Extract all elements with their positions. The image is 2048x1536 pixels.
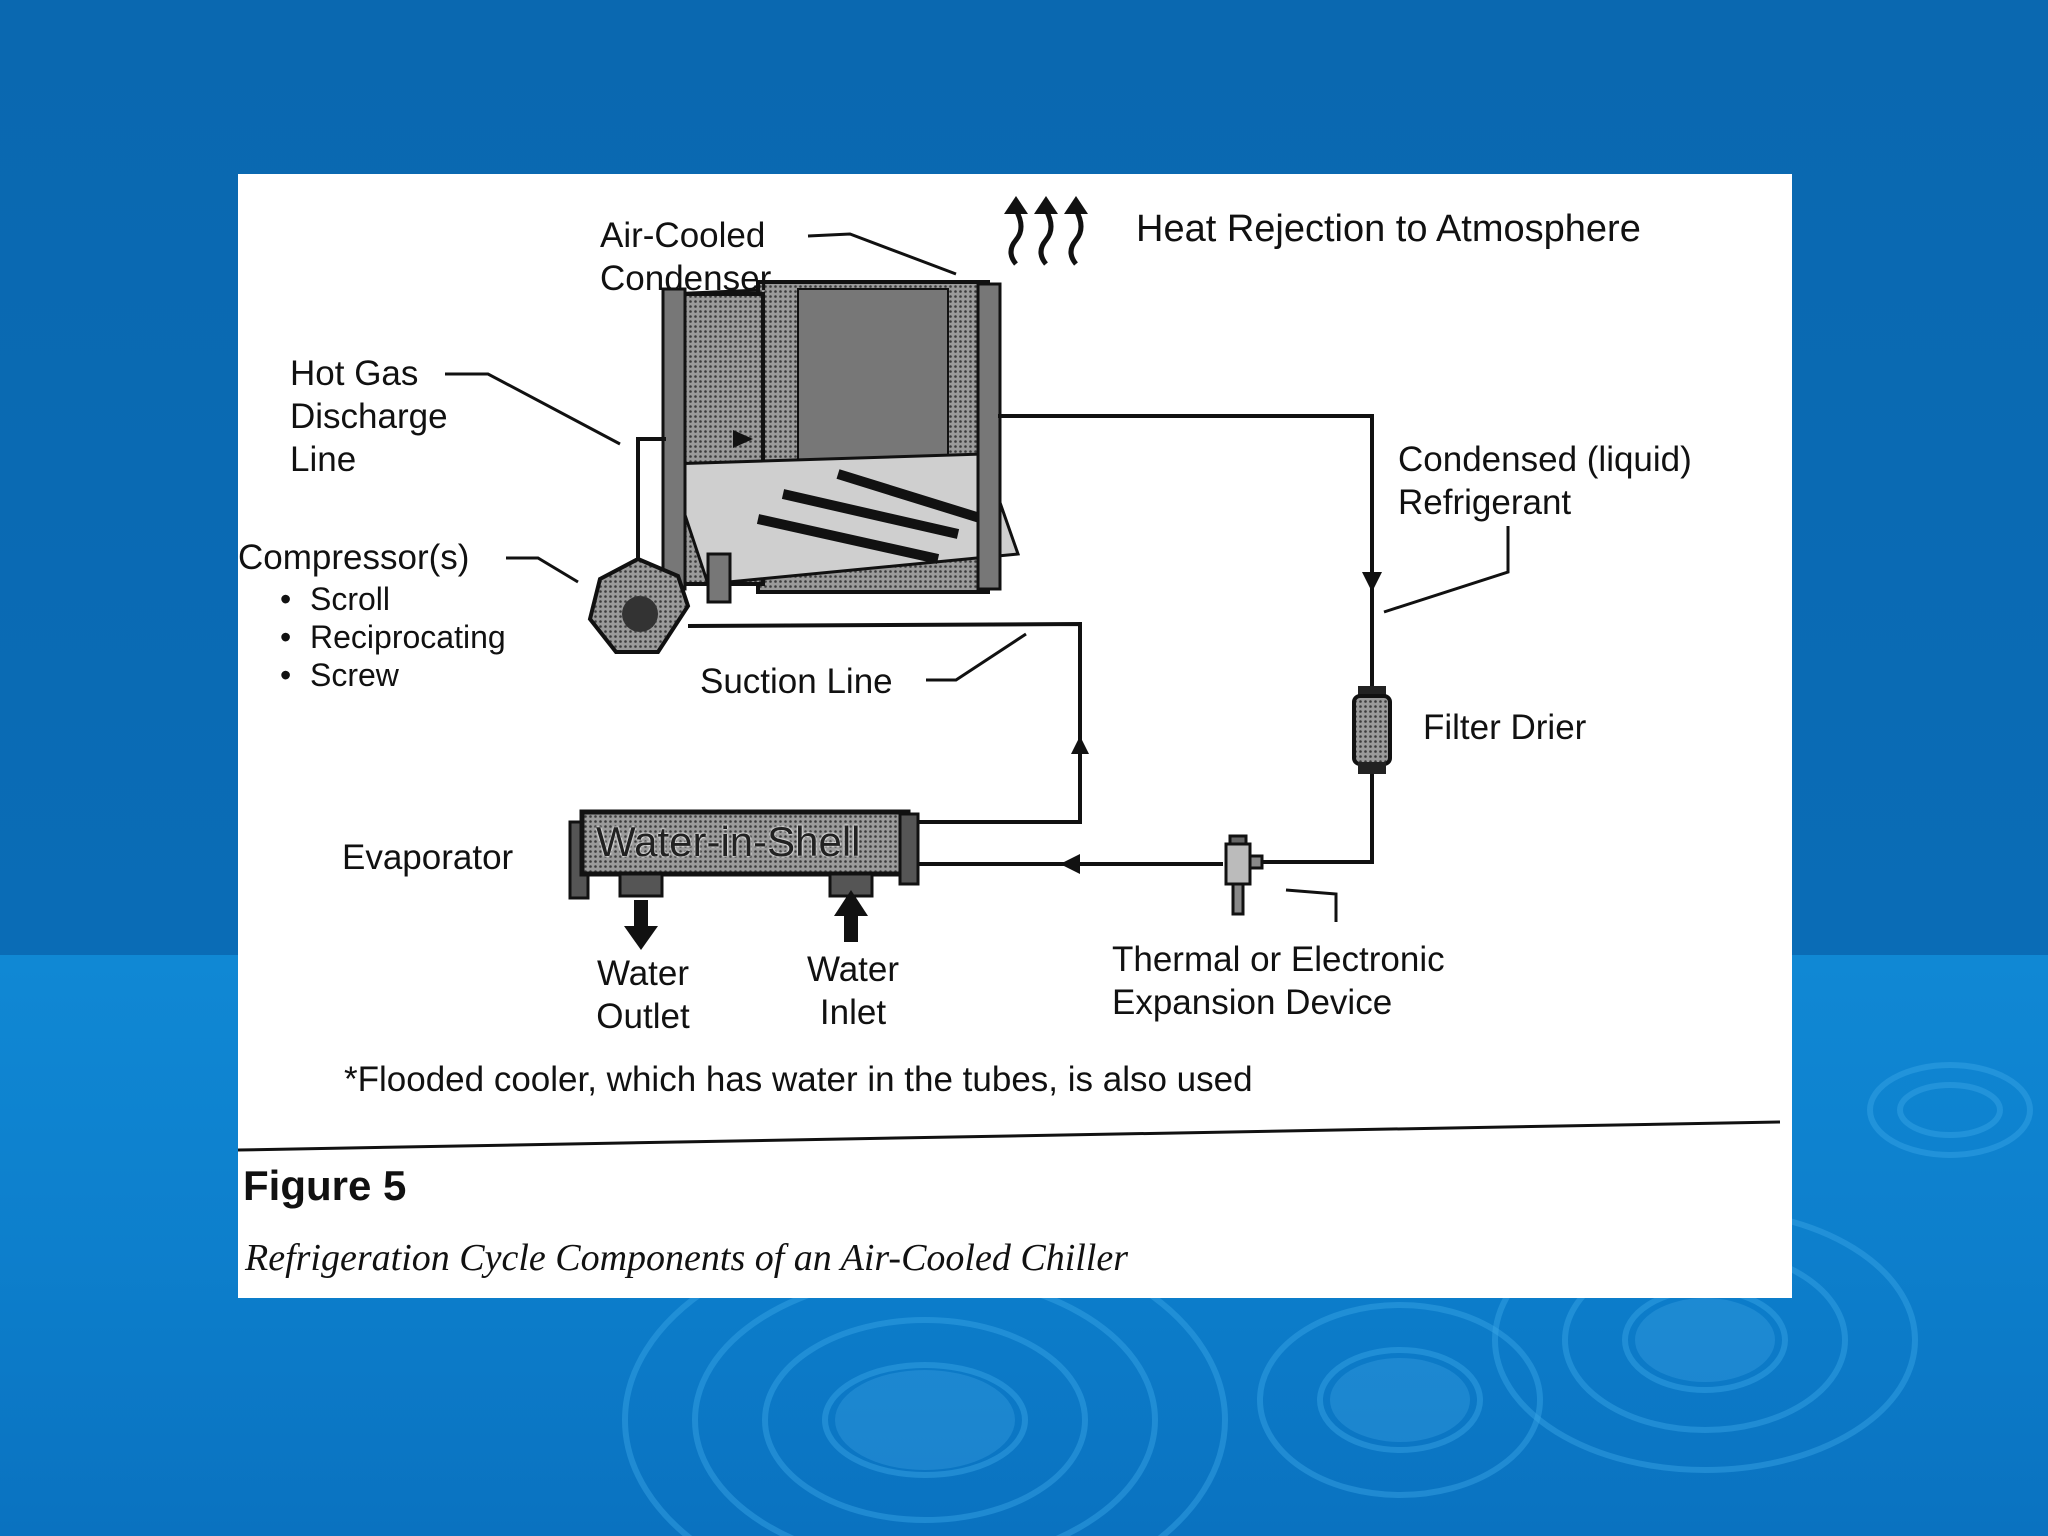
flooded-cooler-footnote: *Flooded cooler, which has water in the … (344, 1060, 1253, 1099)
leader-lines (445, 232, 1510, 922)
condensed-refrigerant-label: Condensed (liquid) Refrigerant (1398, 438, 1692, 524)
footnote-separator (238, 1120, 1781, 1152)
hot-gas-discharge-line2: Discharge (290, 397, 448, 436)
water-inlet-label: Water Inlet (788, 948, 918, 1034)
water-inlet-line1: Water (806, 950, 900, 989)
hot-gas-discharge-label: Hot Gas Discharge Line (290, 352, 448, 481)
air-cooled-condenser-label: Air-Cooled Condenser (600, 214, 771, 300)
figure-caption: Refrigeration Cycle Components of an Air… (245, 1237, 1129, 1279)
expansion-device-line2: Expansion Device (1112, 983, 1393, 1022)
heat-rejection-arrowheads (1004, 196, 1088, 214)
compressor-shape (587, 556, 691, 654)
hot-gas-discharge-line3: Line (290, 440, 357, 479)
compressor-type-item: Screw (280, 656, 506, 694)
water-outlet-label: Water Outlet (578, 952, 708, 1038)
evaporator-label: Evaporator (342, 838, 514, 877)
hot-gas-discharge-line1: Hot Gas (290, 354, 419, 393)
heat-rejection-arrows (1008, 208, 1084, 266)
air-cooled-condenser-unit (661, 280, 1021, 604)
compressor-label: Compressor(s) (238, 538, 470, 577)
condensed-refrigerant-line2: Refrigerant (1398, 483, 1572, 522)
filter-drier-shape (1352, 686, 1392, 774)
compressor-types-list: Scroll Reciprocating Screw (280, 580, 506, 694)
filter-drier-label: Filter Drier (1423, 708, 1587, 747)
heat-rejection-label: Heat Rejection to Atmosphere (1136, 208, 1641, 250)
air-cooled-condenser-line2: Condenser (600, 259, 772, 298)
figure-panel: Air-Cooled Condenser Heat Rejection to A… (238, 174, 1792, 1298)
expansion-valve-shape (1224, 834, 1264, 916)
expansion-device-line1: Thermal or Electronic (1112, 940, 1445, 979)
refrigeration-cycle-diagram (238, 196, 1781, 1152)
evaporator-shell (568, 809, 920, 900)
figure-label: Figure 5 (243, 1162, 407, 1209)
water-outlet-line2: Outlet (596, 997, 690, 1036)
water-flow-arrows (624, 890, 868, 950)
water-inlet-line2: Inlet (819, 993, 887, 1032)
expansion-device-label: Thermal or Electronic Expansion Device (1112, 938, 1445, 1024)
air-cooled-condenser-line1: Air-Cooled (600, 216, 766, 255)
water-in-shell-label: Water-in-Shell (596, 818, 861, 865)
condensed-refrigerant-line1: Condensed (liquid) (1398, 440, 1692, 479)
compressor-type-item: Reciprocating (280, 618, 506, 656)
suction-line-label: Suction Line (700, 662, 893, 701)
compressor-type-item: Scroll (280, 580, 506, 618)
water-outlet-line1: Water (596, 954, 690, 993)
flow-arrows (733, 430, 1382, 874)
